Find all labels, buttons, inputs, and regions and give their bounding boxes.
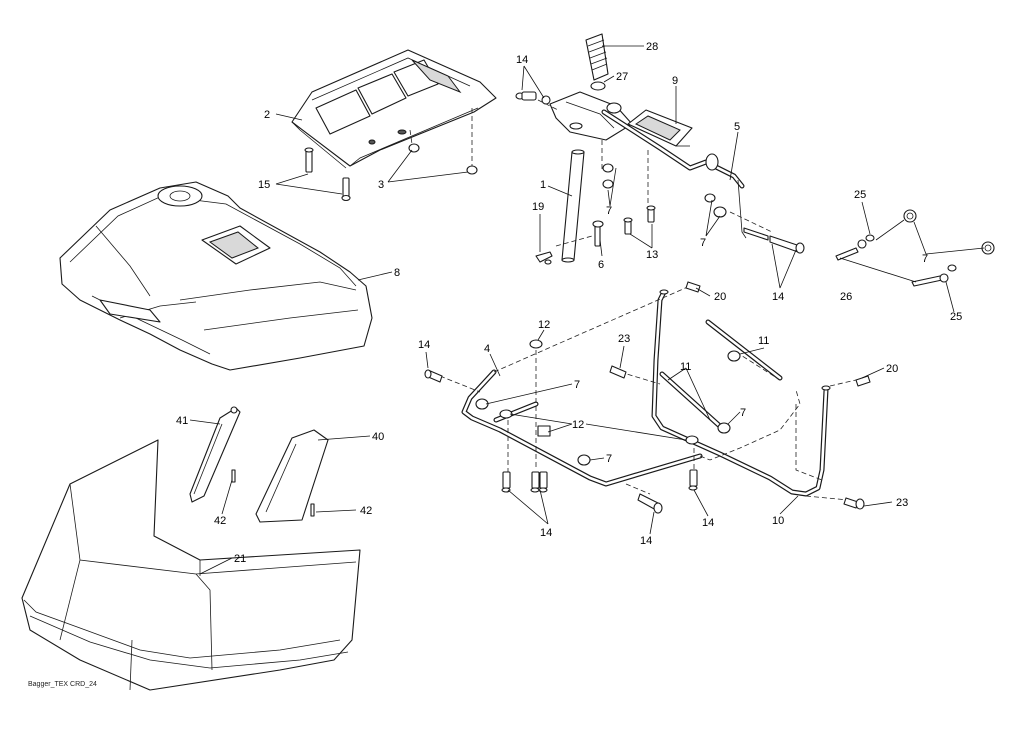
bolts-13 bbox=[623, 205, 656, 235]
callout-14: 14 bbox=[516, 54, 528, 66]
handle-assembly bbox=[515, 33, 747, 239]
callout-7: 7 bbox=[606, 453, 612, 465]
callout-25: 25 bbox=[950, 311, 962, 323]
callout-5: 5 bbox=[734, 121, 740, 133]
callout-7: 7 bbox=[574, 379, 580, 391]
callout-21: 21 bbox=[234, 553, 246, 565]
screw-15-group bbox=[304, 108, 478, 202]
callout-6: 6 bbox=[598, 259, 604, 271]
callout-9: 9 bbox=[672, 75, 678, 87]
callout-14: 14 bbox=[702, 517, 714, 529]
callout-42: 42 bbox=[214, 515, 226, 527]
callout-14: 14 bbox=[772, 291, 784, 303]
callout-11: 11 bbox=[680, 361, 691, 373]
nut-cluster-right bbox=[704, 193, 805, 254]
callout-41: 41 bbox=[176, 415, 188, 427]
side-panels bbox=[189, 406, 329, 523]
callout-19: 19 bbox=[532, 201, 544, 213]
callout-labels: 28 27 14 9 5 2 15 3 1 7 19 6 13 7 14 25 … bbox=[176, 41, 962, 565]
callout-14: 14 bbox=[640, 535, 652, 547]
leader-lines bbox=[189, 45, 985, 575]
diagram-reference: Bagger_TEX CRD_24 bbox=[28, 681, 97, 688]
linkage-25-26 bbox=[835, 209, 995, 287]
callout-26: 26 bbox=[840, 291, 852, 303]
frame-fasteners bbox=[424, 281, 871, 514]
callout-20: 20 bbox=[714, 291, 726, 303]
callout-8: 8 bbox=[394, 267, 400, 279]
callout-15: 15 bbox=[258, 179, 270, 191]
callout-25: 25 bbox=[854, 189, 866, 201]
callout-7: 7 bbox=[700, 237, 706, 249]
callout-10: 10 bbox=[772, 515, 784, 527]
callout-7: 7 bbox=[740, 407, 746, 419]
callout-11: 11 bbox=[758, 335, 769, 347]
frame-rods bbox=[439, 285, 857, 501]
callout-7: 7 bbox=[606, 205, 612, 217]
callout-28: 28 bbox=[646, 41, 658, 53]
callout-13: 13 bbox=[646, 249, 658, 261]
callout-20: 20 bbox=[886, 363, 898, 375]
callout-14: 14 bbox=[540, 527, 552, 539]
callout-3: 3 bbox=[378, 179, 384, 191]
bag-part bbox=[21, 439, 361, 691]
callout-23: 23 bbox=[896, 497, 908, 509]
callout-42: 42 bbox=[360, 505, 372, 517]
callout-27: 27 bbox=[616, 71, 628, 83]
pin-bolt bbox=[535, 220, 604, 265]
callout-4: 4 bbox=[484, 343, 490, 355]
callout-1: 1 bbox=[540, 179, 546, 191]
callout-2: 2 bbox=[264, 109, 270, 121]
callout-12: 12 bbox=[538, 319, 550, 331]
callout-40: 40 bbox=[372, 431, 384, 443]
hood-body-part bbox=[59, 181, 373, 371]
callout-12: 12 bbox=[572, 419, 584, 431]
top-cover-part bbox=[291, 49, 497, 169]
tube-part bbox=[561, 149, 585, 263]
callout-14: 14 bbox=[418, 339, 430, 351]
callout-7: 7 bbox=[922, 253, 928, 265]
callout-23: 23 bbox=[618, 333, 630, 345]
